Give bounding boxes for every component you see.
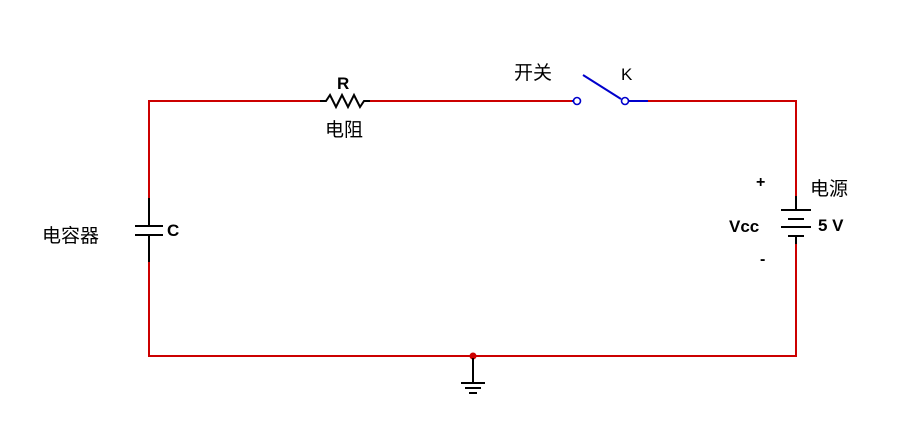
ground (461, 352, 485, 394)
source-plus: + (756, 174, 765, 191)
source-name: 电源 (810, 178, 848, 200)
resistor-name: 电阻 (325, 119, 363, 141)
wire-bottom-left (148, 262, 473, 357)
capacitor-name: 电容器 (42, 225, 99, 247)
source-symbol: Vcc (729, 217, 759, 236)
resistor-icon (320, 92, 370, 110)
source-value: 5 V (818, 216, 844, 235)
wire-top-right (648, 100, 797, 196)
junction-dot-icon (469, 352, 477, 360)
switch-symbol: K (621, 65, 633, 84)
wire-right-bottom (473, 244, 797, 357)
power-source: 电源 Vcc 5 V + - (729, 174, 848, 268)
source-minus: - (760, 251, 765, 268)
wires (148, 100, 797, 357)
capacitor: 电容器 C (42, 198, 179, 262)
resistor-symbol: R (337, 74, 349, 93)
switch-name: 开关 (514, 62, 552, 84)
wire-top-left (148, 100, 320, 198)
capacitor-icon (135, 198, 163, 262)
ground-icon (461, 358, 485, 394)
switch-icon (572, 74, 648, 106)
capacitor-symbol: C (167, 221, 179, 240)
battery-icon (781, 196, 811, 244)
resistor: R 电阻 (320, 74, 370, 141)
switch: 开关 K (514, 62, 648, 106)
